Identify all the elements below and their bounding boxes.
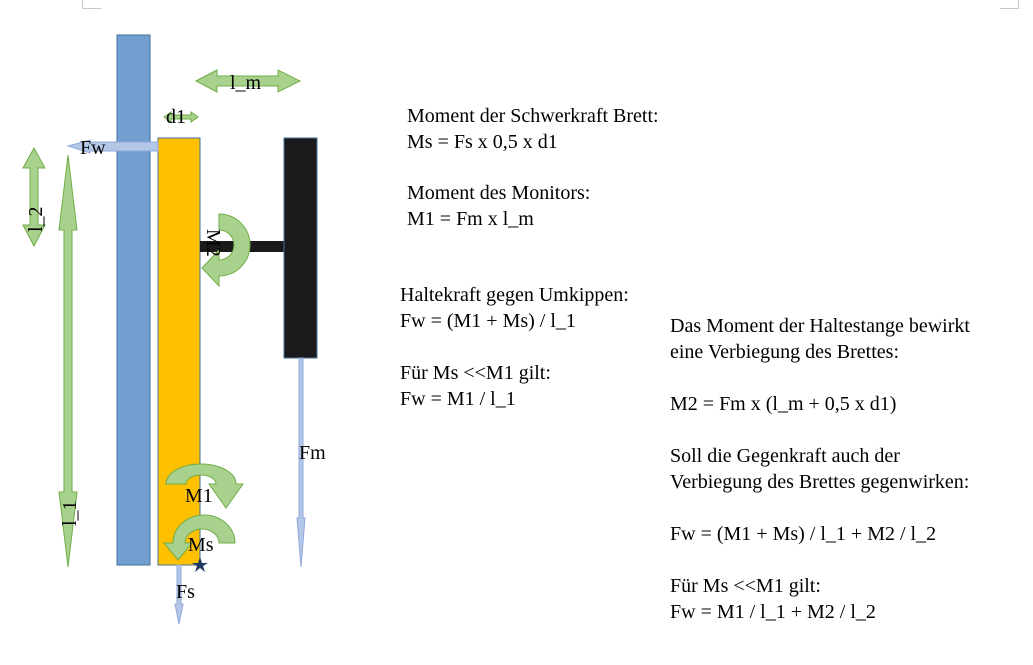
haltestange-line-2: eine Verbiegung des Brettes: bbox=[670, 341, 900, 363]
haltestange-line-1: Das Moment der Haltestange bewirkt bbox=[670, 315, 970, 337]
schwerkraft-formula: Ms = Fs x 0,5 x d1 bbox=[407, 131, 558, 153]
haltestange-condition: Für Ms <<M1 gilt: bbox=[670, 575, 821, 597]
dimension-arrow-l-m bbox=[194, 69, 302, 93]
label-d1: d1 bbox=[166, 106, 186, 128]
haltekraft-formula: Fw = (M1 + Ms) / l_1 bbox=[400, 310, 576, 332]
label-m2: M2 bbox=[202, 229, 224, 257]
haltestange-formula-fw: Fw = (M1 + Ms) / l_1 + M2 / l_2 bbox=[670, 523, 937, 545]
haltekraft-title: Haltekraft gegen Umkippen: bbox=[400, 284, 629, 306]
monitor-title: Moment des Monitors: bbox=[407, 182, 591, 204]
board bbox=[157, 137, 201, 566]
text-block-monitor: Moment des Monitors: M1 = Fm x l_m bbox=[407, 180, 590, 232]
page-corner-mark-left bbox=[82, 0, 101, 9]
text-block-schwerkraft: Moment der Schwerkraft Brett: Ms = Fs x … bbox=[407, 103, 659, 155]
haltestange-formula-m2: M2 = Fm x (l_m + 0,5 x d1) bbox=[670, 393, 897, 415]
haltestange-formula-fw-simplified: Fw = M1 / l_1 + M2 / l_2 bbox=[670, 601, 876, 623]
monitor-formula: M1 = Fm x l_m bbox=[407, 208, 534, 230]
haltekraft-formula-simplified: Fw = M1 / l_1 bbox=[400, 388, 516, 410]
moment-arrow-m2 bbox=[201, 213, 251, 288]
page-corner-mark-right bbox=[1000, 0, 1019, 9]
force-arrow-fs bbox=[174, 564, 184, 625]
label-fw: Fw bbox=[80, 137, 106, 159]
label-ms: Ms bbox=[188, 534, 214, 556]
pivot-star-icon bbox=[192, 557, 208, 572]
schwerkraft-title: Moment der Schwerkraft Brett: bbox=[407, 105, 659, 127]
moment-arrow-m1 bbox=[165, 463, 244, 509]
label-fs: Fs bbox=[176, 581, 195, 603]
text-block-haltekraft: Haltekraft gegen Umkippen: Fw = (M1 + Ms… bbox=[400, 282, 629, 412]
label-fm: Fm bbox=[299, 442, 326, 464]
dimension-arrow-l-1 bbox=[58, 154, 78, 568]
label-l-2: l_2 bbox=[25, 206, 47, 232]
label-m1: M1 bbox=[185, 485, 213, 507]
text-block-haltestange: Das Moment der Haltestange bewirkt eine … bbox=[670, 313, 970, 625]
monitor bbox=[283, 137, 318, 359]
label-l-m: l_m bbox=[230, 72, 262, 94]
dimension-arrow-l-2 bbox=[22, 146, 46, 248]
haltekraft-condition: Für Ms <<M1 gilt: bbox=[400, 362, 551, 384]
haltestange-line-3: Soll die Gegenkraft auch der bbox=[670, 445, 900, 467]
wall-post bbox=[116, 34, 151, 566]
force-arrow-fw bbox=[66, 139, 159, 154]
force-arrow-fm bbox=[296, 357, 306, 568]
dimension-arrow-d1 bbox=[163, 111, 199, 123]
haltestange-line-4: Verbiegung des Brettes gegenwirken: bbox=[670, 471, 970, 493]
label-l-1: l_1 bbox=[59, 500, 81, 526]
moment-arrow-ms bbox=[162, 514, 236, 561]
